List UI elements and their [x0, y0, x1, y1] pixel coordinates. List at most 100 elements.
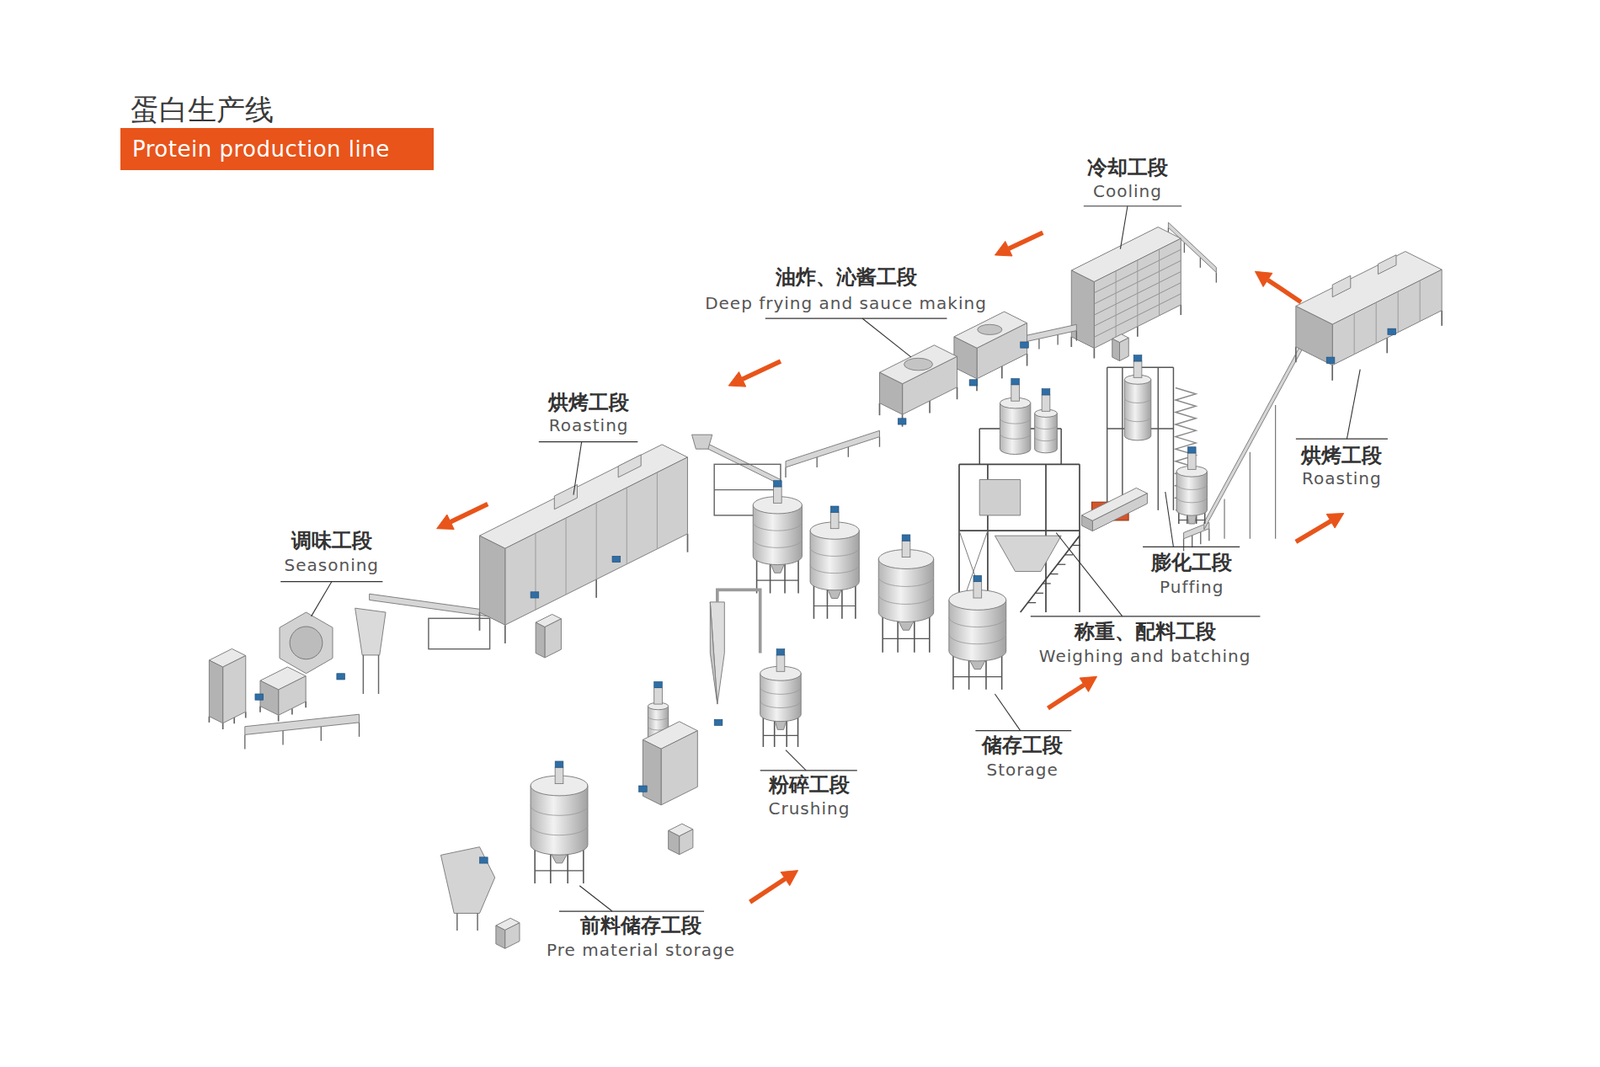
machine-leg	[259, 705, 262, 712]
frame-post	[1078, 464, 1081, 613]
storage-tank	[949, 581, 1007, 690]
stage-name-english: Seasoning	[284, 555, 380, 576]
tank-agitator	[1133, 361, 1142, 378]
tank-agitator	[973, 581, 982, 598]
tank-band	[878, 576, 934, 587]
tank-agitator	[773, 486, 782, 503]
flow-arrow	[728, 361, 781, 387]
tank-band	[810, 564, 859, 573]
flow-arrow-head	[728, 372, 747, 388]
tank-leg	[756, 555, 758, 593]
label-underline	[1083, 205, 1182, 207]
leader-line	[1056, 533, 1123, 617]
title-bar: Protein production line	[120, 128, 434, 171]
blue-motor	[1326, 357, 1335, 363]
flow-arrow-head	[1254, 271, 1272, 287]
machine-front	[976, 323, 1027, 379]
conveyor-leg	[1274, 405, 1276, 539]
stage-name: 冷却工段	[1087, 156, 1168, 181]
machine-front	[223, 656, 246, 724]
machine-leg	[1026, 353, 1029, 367]
railing-post	[979, 428, 981, 464]
title-text: Protein production line	[132, 128, 390, 171]
conveyor-leg	[282, 730, 283, 746]
frame-rail	[714, 489, 781, 491]
conveyor-leg	[1249, 452, 1251, 539]
frame-post	[1121, 367, 1123, 511]
control-cabinet	[1112, 334, 1130, 362]
tank-leg	[762, 714, 765, 747]
stage-name-english: Roasting	[1301, 469, 1382, 489]
tank-agitator	[776, 655, 785, 672]
blue-motor	[336, 673, 346, 680]
feeder-hopper	[440, 847, 495, 914]
drum-ring	[289, 626, 323, 660]
stage-name: 称重、配料工段	[1074, 621, 1216, 646]
machine-side	[1071, 270, 1094, 348]
tank-band	[949, 634, 1007, 645]
storage-tank	[810, 512, 859, 619]
tank-stand	[757, 580, 799, 582]
conveyor-leg	[816, 457, 818, 468]
sauce-tank	[879, 345, 957, 427]
flow-arrow-shaft	[750, 879, 786, 903]
machine-front	[1119, 337, 1129, 361]
conveyor-leg	[1184, 242, 1185, 253]
stair-step	[1050, 573, 1059, 575]
roasting-oven	[479, 444, 688, 644]
machine-leg	[304, 701, 307, 708]
machine-front	[505, 457, 688, 625]
tank-band	[1034, 425, 1058, 430]
machine-side	[208, 660, 223, 724]
machine-side	[879, 372, 902, 415]
label-underline	[760, 769, 858, 771]
machine-front	[902, 356, 958, 415]
stair-step	[1057, 564, 1067, 566]
leader-line	[785, 750, 806, 771]
conveyor-leg	[1200, 257, 1201, 268]
stage-name: 烘烤工段	[1301, 444, 1382, 469]
leader-line	[579, 885, 613, 912]
machine-side	[479, 535, 505, 625]
label-underline	[765, 317, 948, 319]
machine-leg	[1136, 326, 1139, 337]
stage-name: 膨化工段	[1151, 551, 1232, 576]
leader-line	[1346, 369, 1360, 439]
fryer-bowl	[977, 324, 1003, 335]
blue-motor	[1387, 328, 1397, 335]
machine-front	[1092, 493, 1147, 532]
conveyor-leg	[784, 467, 786, 478]
label-underline	[1030, 615, 1261, 617]
tank-leg	[797, 714, 800, 747]
tank-agitator	[1187, 453, 1196, 470]
flow-arrow-head	[1326, 512, 1344, 528]
conveyor-belt	[1204, 338, 1305, 530]
stage-name: 调味工段	[291, 530, 373, 555]
frame-post	[1106, 367, 1108, 511]
hopper-leg	[378, 655, 379, 694]
storage-tank	[1124, 361, 1152, 441]
frame-outline	[428, 618, 491, 649]
blue-motor	[1020, 341, 1030, 348]
cyclone	[709, 602, 725, 704]
conveyor	[785, 430, 880, 478]
tank-agitator	[830, 512, 839, 528]
stage-name: 粉碎工段	[768, 773, 850, 798]
machine-leg	[222, 723, 224, 730]
machine-leg	[595, 579, 598, 598]
machine-leg	[479, 612, 481, 631]
storage-tank	[999, 384, 1030, 455]
conveyor-belt	[1020, 324, 1078, 343]
flow-arrow-head	[437, 514, 455, 529]
blue-motor	[714, 719, 723, 726]
tank-leg	[854, 581, 857, 619]
stair-step	[1034, 592, 1044, 594]
tank-body	[1176, 471, 1207, 516]
tank-band	[530, 805, 588, 816]
machine-leg	[208, 716, 211, 723]
panel-seam	[1397, 291, 1399, 332]
platform	[959, 463, 1080, 465]
machine-leg	[233, 717, 235, 724]
storage-tank	[530, 767, 588, 884]
